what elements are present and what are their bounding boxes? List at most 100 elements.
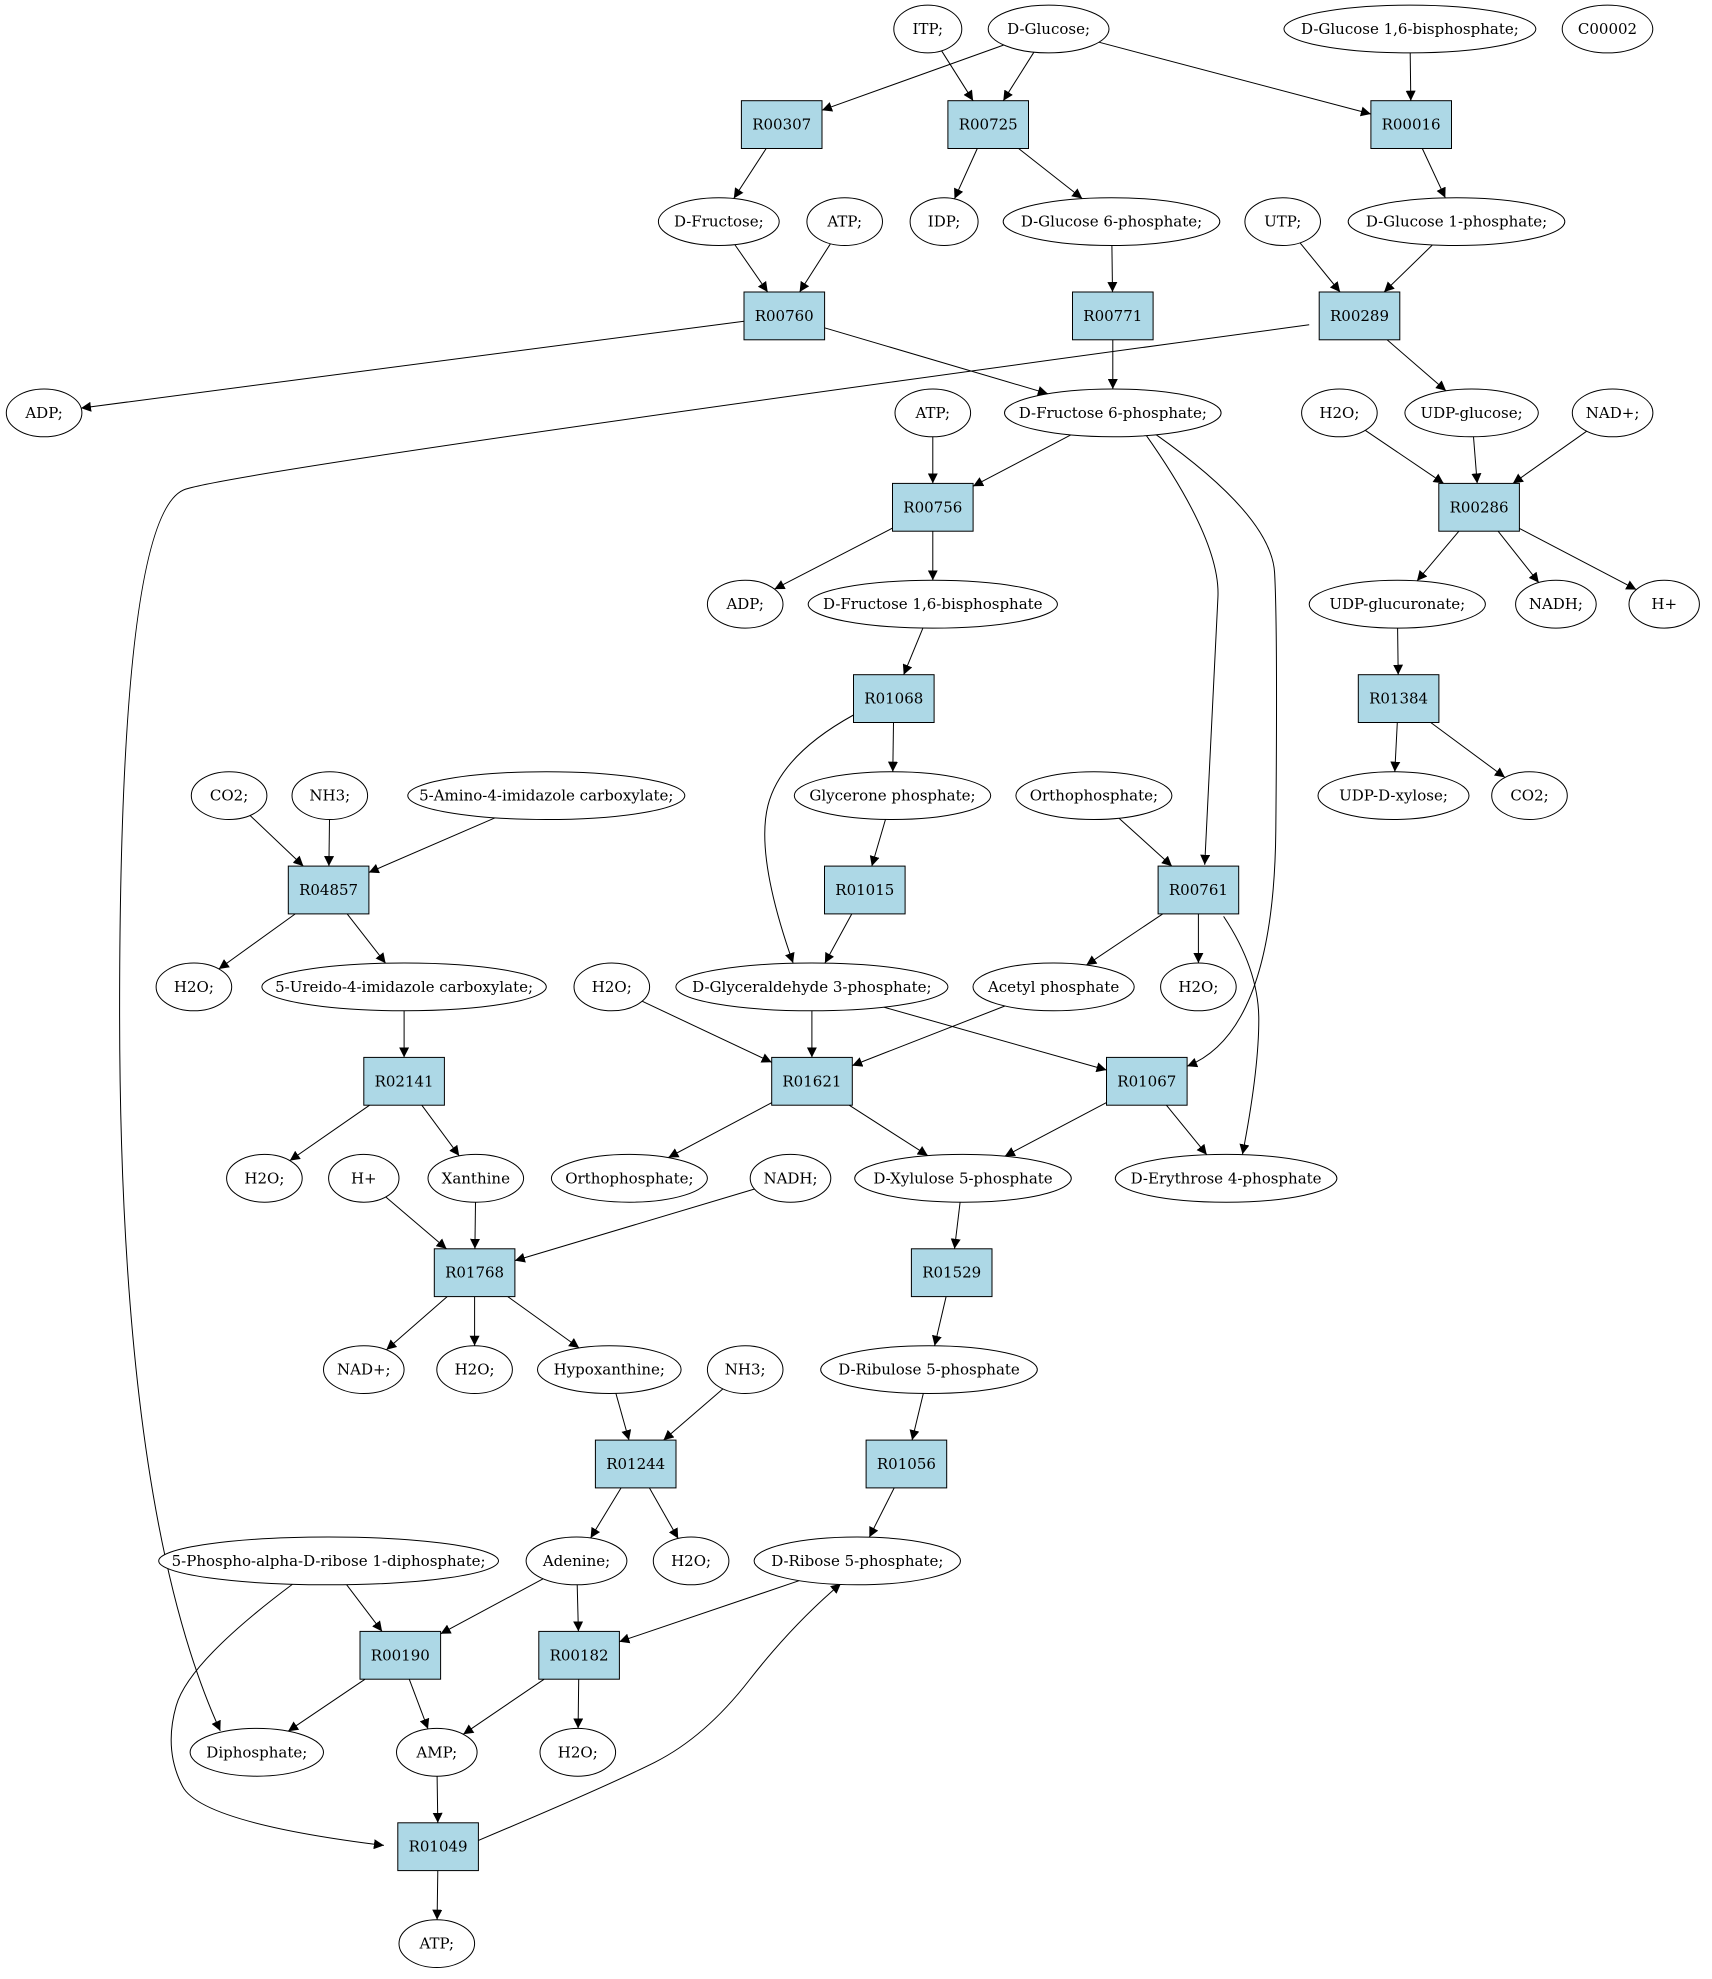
compound-node-nadh: NADH; [749,1153,832,1203]
edge-h2o1-to-r00286 [1364,429,1444,484]
compound-ellipse [573,962,651,1012]
edge-prpp-to-r01049 [170,1583,384,1850]
compound-ellipse [1561,4,1654,54]
edge-aic-to-r04857 [368,817,496,874]
edge-r00190-to-ppi [287,1678,366,1732]
edge-r01067-to-e4p [1166,1104,1208,1156]
compound-node-orthophosphate: Orthophosphate; [1015,771,1173,820]
node-label: H2O; [455,1361,495,1379]
node-label: R00756 [903,498,962,516]
compound-ellipse [1002,197,1221,247]
compound-ellipse [652,1536,730,1586]
reaction-box [397,1822,479,1872]
node-label: AMP; [415,1743,457,1761]
compound-ellipse [1244,197,1321,247]
reaction-node-r01067: R01067 [1106,1056,1188,1106]
compound-ellipse [893,4,963,54]
compound-node-h2o: H2O; [436,1345,513,1394]
edge-r00182-to-amp [463,1678,545,1735]
compound-ellipse [5,388,83,438]
compound-node-d-fructose-6-phosphate: D-Fructose 6-phosphate; [1004,388,1222,438]
edge-r01068-to-gap [764,714,854,964]
compound-node-h: H+ [1628,579,1700,629]
reaction-box [910,1248,993,1298]
compound-node-d-erythrose-4-phosphate: D-Erythrose 4-phosphate [1114,1153,1338,1203]
compound-ellipse [854,1153,1072,1203]
edge-fructose-to-r00760 [734,244,769,293]
compound-node-h2o: H2O; [539,1727,617,1777]
node-label: D-Fructose 1,6-bisphosphate [823,595,1043,613]
edge-g1p-to-r00289 [1383,244,1433,293]
compound-ellipse [398,1919,476,1968]
compound-node-h2o: H2O; [1160,962,1237,1012]
node-label: UDP-D-xylose; [1339,787,1448,805]
compound-node-atp: ATP; [806,197,884,247]
compound-node-co2: CO2; [190,771,268,820]
nodes-layer: ITP;D-Glucose;D-Glucose 1,6-bisphosphate… [5,4,1700,1968]
compound-ellipse [226,1153,303,1203]
edge-r01529-to-ru5p [932,1296,947,1346]
compound-ellipse [706,1345,784,1394]
reaction-node-r01049: R01049 [397,1822,479,1872]
node-label: R01056 [877,1455,936,1473]
reaction-box [743,291,826,341]
reaction-box [1438,482,1520,532]
compound-ellipse [525,1536,628,1586]
node-label: ATP; [826,213,862,231]
compound-ellipse [1317,771,1470,820]
compound-node-5-ureido-4-imidazole-carboxylate: 5-Ureido-4-imidazole carboxylate; [261,962,547,1012]
reaction-box [433,1248,516,1298]
node-label: R01384 [1369,690,1428,708]
node-label: D-Glucose 6-phosphate; [1021,213,1202,231]
compound-ellipse [972,962,1135,1012]
edge-f6p-to-r01067 [1155,433,1278,1068]
edge-r01068-to-gp [887,722,898,772]
compound-ellipse [657,197,780,247]
edge-r01768-to-hyp [507,1296,580,1349]
reaction-node-r01015: R01015 [824,865,906,915]
edge-atp1-to-r00760 [799,243,831,293]
node-label: R00190 [371,1646,430,1664]
compound-node-h2o: H2O; [226,1153,303,1203]
compound-ellipse [820,1345,1038,1394]
reaction-box [824,865,906,915]
compound-ellipse [753,1536,961,1586]
compound-ellipse [291,771,369,820]
compound-ellipse [749,1153,832,1203]
compound-node-h: H+ [328,1153,400,1203]
edge-r01049-to-r5p [478,1583,842,1841]
edge-amp-to-r01049 [432,1776,443,1823]
node-label: D-Glucose; [1007,20,1090,38]
reaction-node-r01768: R01768 [433,1248,516,1298]
reaction-node-r04857: R04857 [287,865,370,915]
compound-ellipse [1301,388,1378,438]
node-label: D-Ribulose 5-phosphate [838,1361,1020,1379]
compound-node-udp-glucose: UDP-glucose; [1404,388,1539,438]
node-label: NADH; [763,1169,817,1187]
node-label: ADP; [725,595,763,613]
edge-co2a-to-r04857 [249,815,304,867]
compound-node-udp-d-xylose: UDP-D-xylose; [1317,771,1470,820]
reaction-node-r00307: R00307 [740,100,823,149]
edge-r01621-to-x5p [848,1104,929,1157]
edge-g6p-to-r00771 [1107,245,1118,293]
edge-r01067-to-x5p [1004,1102,1107,1157]
compound-ellipse [427,1153,525,1203]
edge-pi1-to-r00761 [1118,817,1173,867]
edge-r01244-to-h2o7 [648,1487,679,1539]
edge-g16bp-to-r00016 [1405,52,1416,101]
compound-ellipse [328,1153,400,1203]
node-label: Xanthine [442,1169,510,1187]
edge-x5p-to-r01529 [950,1202,961,1249]
compound-node-co2: CO2; [1491,771,1568,820]
edge-udpglc-to-r00286 [1471,436,1482,484]
node-label: Acetyl phosphate [987,978,1119,996]
reaction-box [594,1439,677,1489]
node-label: C00002 [1578,20,1637,38]
compound-node-adp: ADP; [706,579,784,629]
edge-glucose-to-r00725 [1002,51,1035,101]
node-label: UTP; [1264,213,1301,231]
edge-r01768-to-nadp2 [386,1296,448,1351]
reaction-node-r00761: R00761 [1157,865,1240,915]
